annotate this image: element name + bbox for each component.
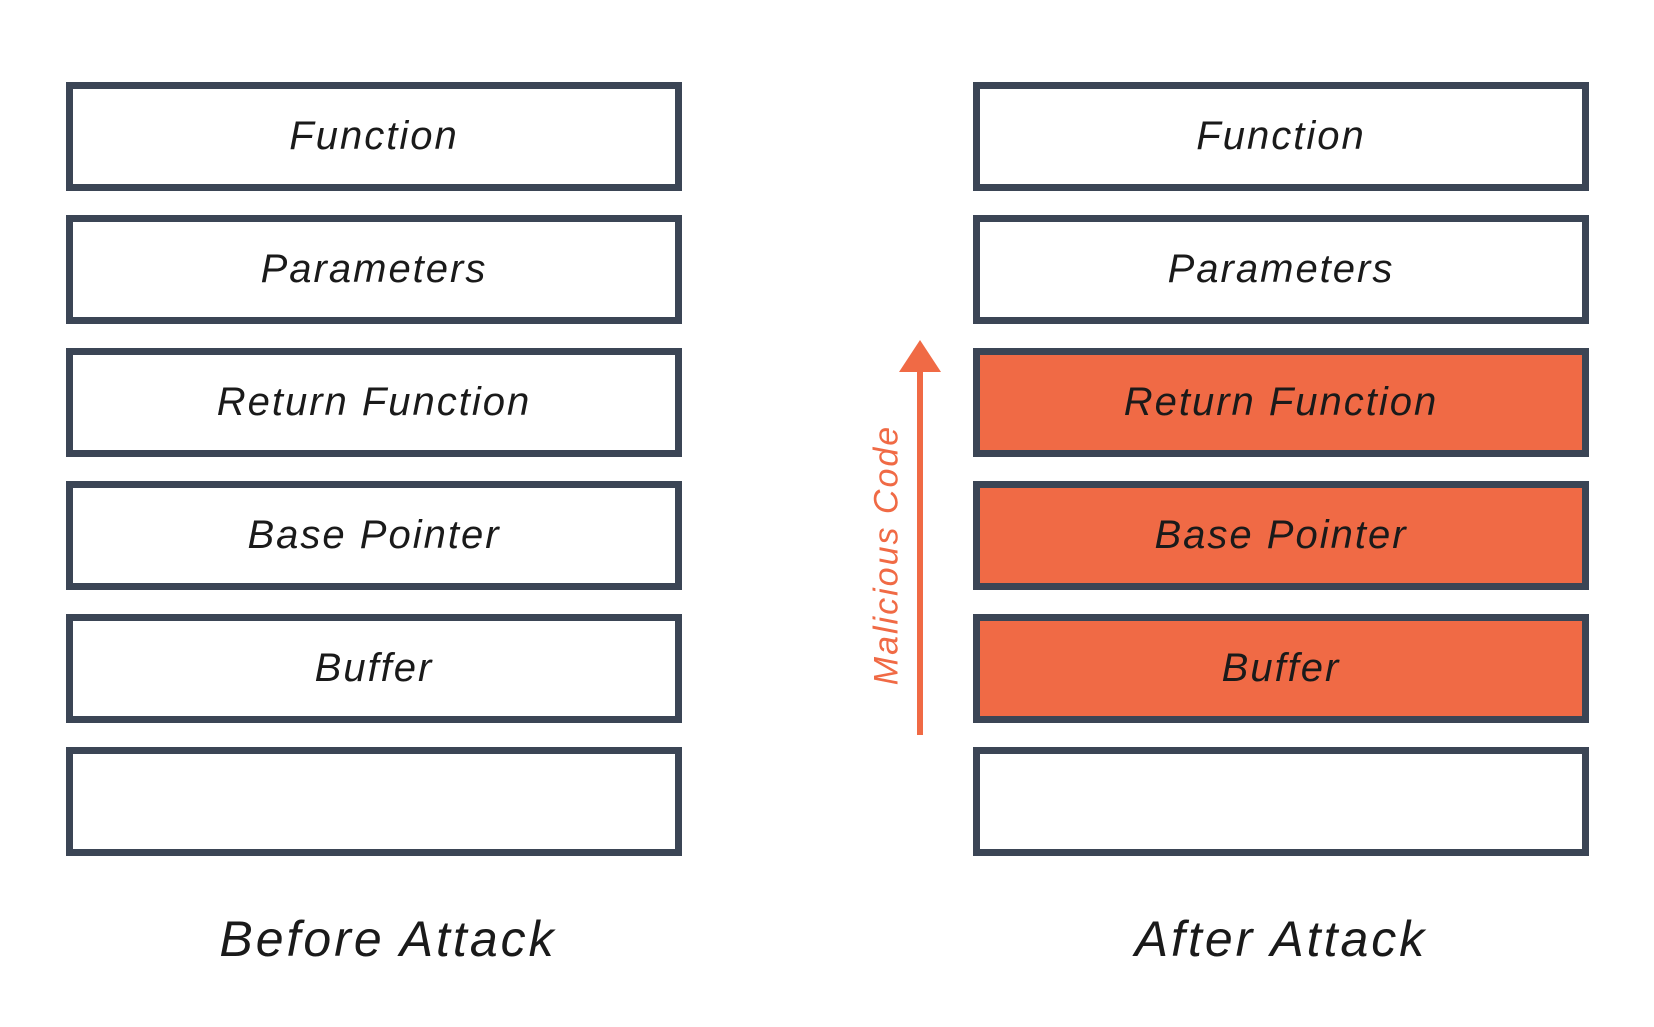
before-cell-base-pointer: Base Pointer [66, 481, 682, 590]
after-cell-empty [973, 747, 1589, 856]
before-cell-function: Function [66, 82, 682, 191]
after-cell-parameters: Parameters [973, 215, 1589, 324]
after-cell-function: Function [973, 82, 1589, 191]
before-cell-return-function: Return Function [66, 348, 682, 457]
after-attack-stack: Function Parameters Return Function Base… [973, 82, 1589, 856]
after-cell-buffer: Buffer [973, 614, 1589, 723]
malicious-code-label: Malicious Code [867, 424, 906, 686]
after-cell-base-pointer: Base Pointer [973, 481, 1589, 590]
after-attack-caption: After Attack [1134, 911, 1428, 967]
before-cell-parameters: Parameters [66, 215, 682, 324]
before-cell-empty [66, 747, 682, 856]
after-cell-return-function: Return Function [973, 348, 1589, 457]
before-attack-caption: Before Attack [219, 911, 557, 967]
before-cell-buffer: Buffer [66, 614, 682, 723]
malicious-code-arrow-icon [899, 340, 941, 735]
before-attack-stack: Function Parameters Return Function Base… [66, 82, 682, 856]
